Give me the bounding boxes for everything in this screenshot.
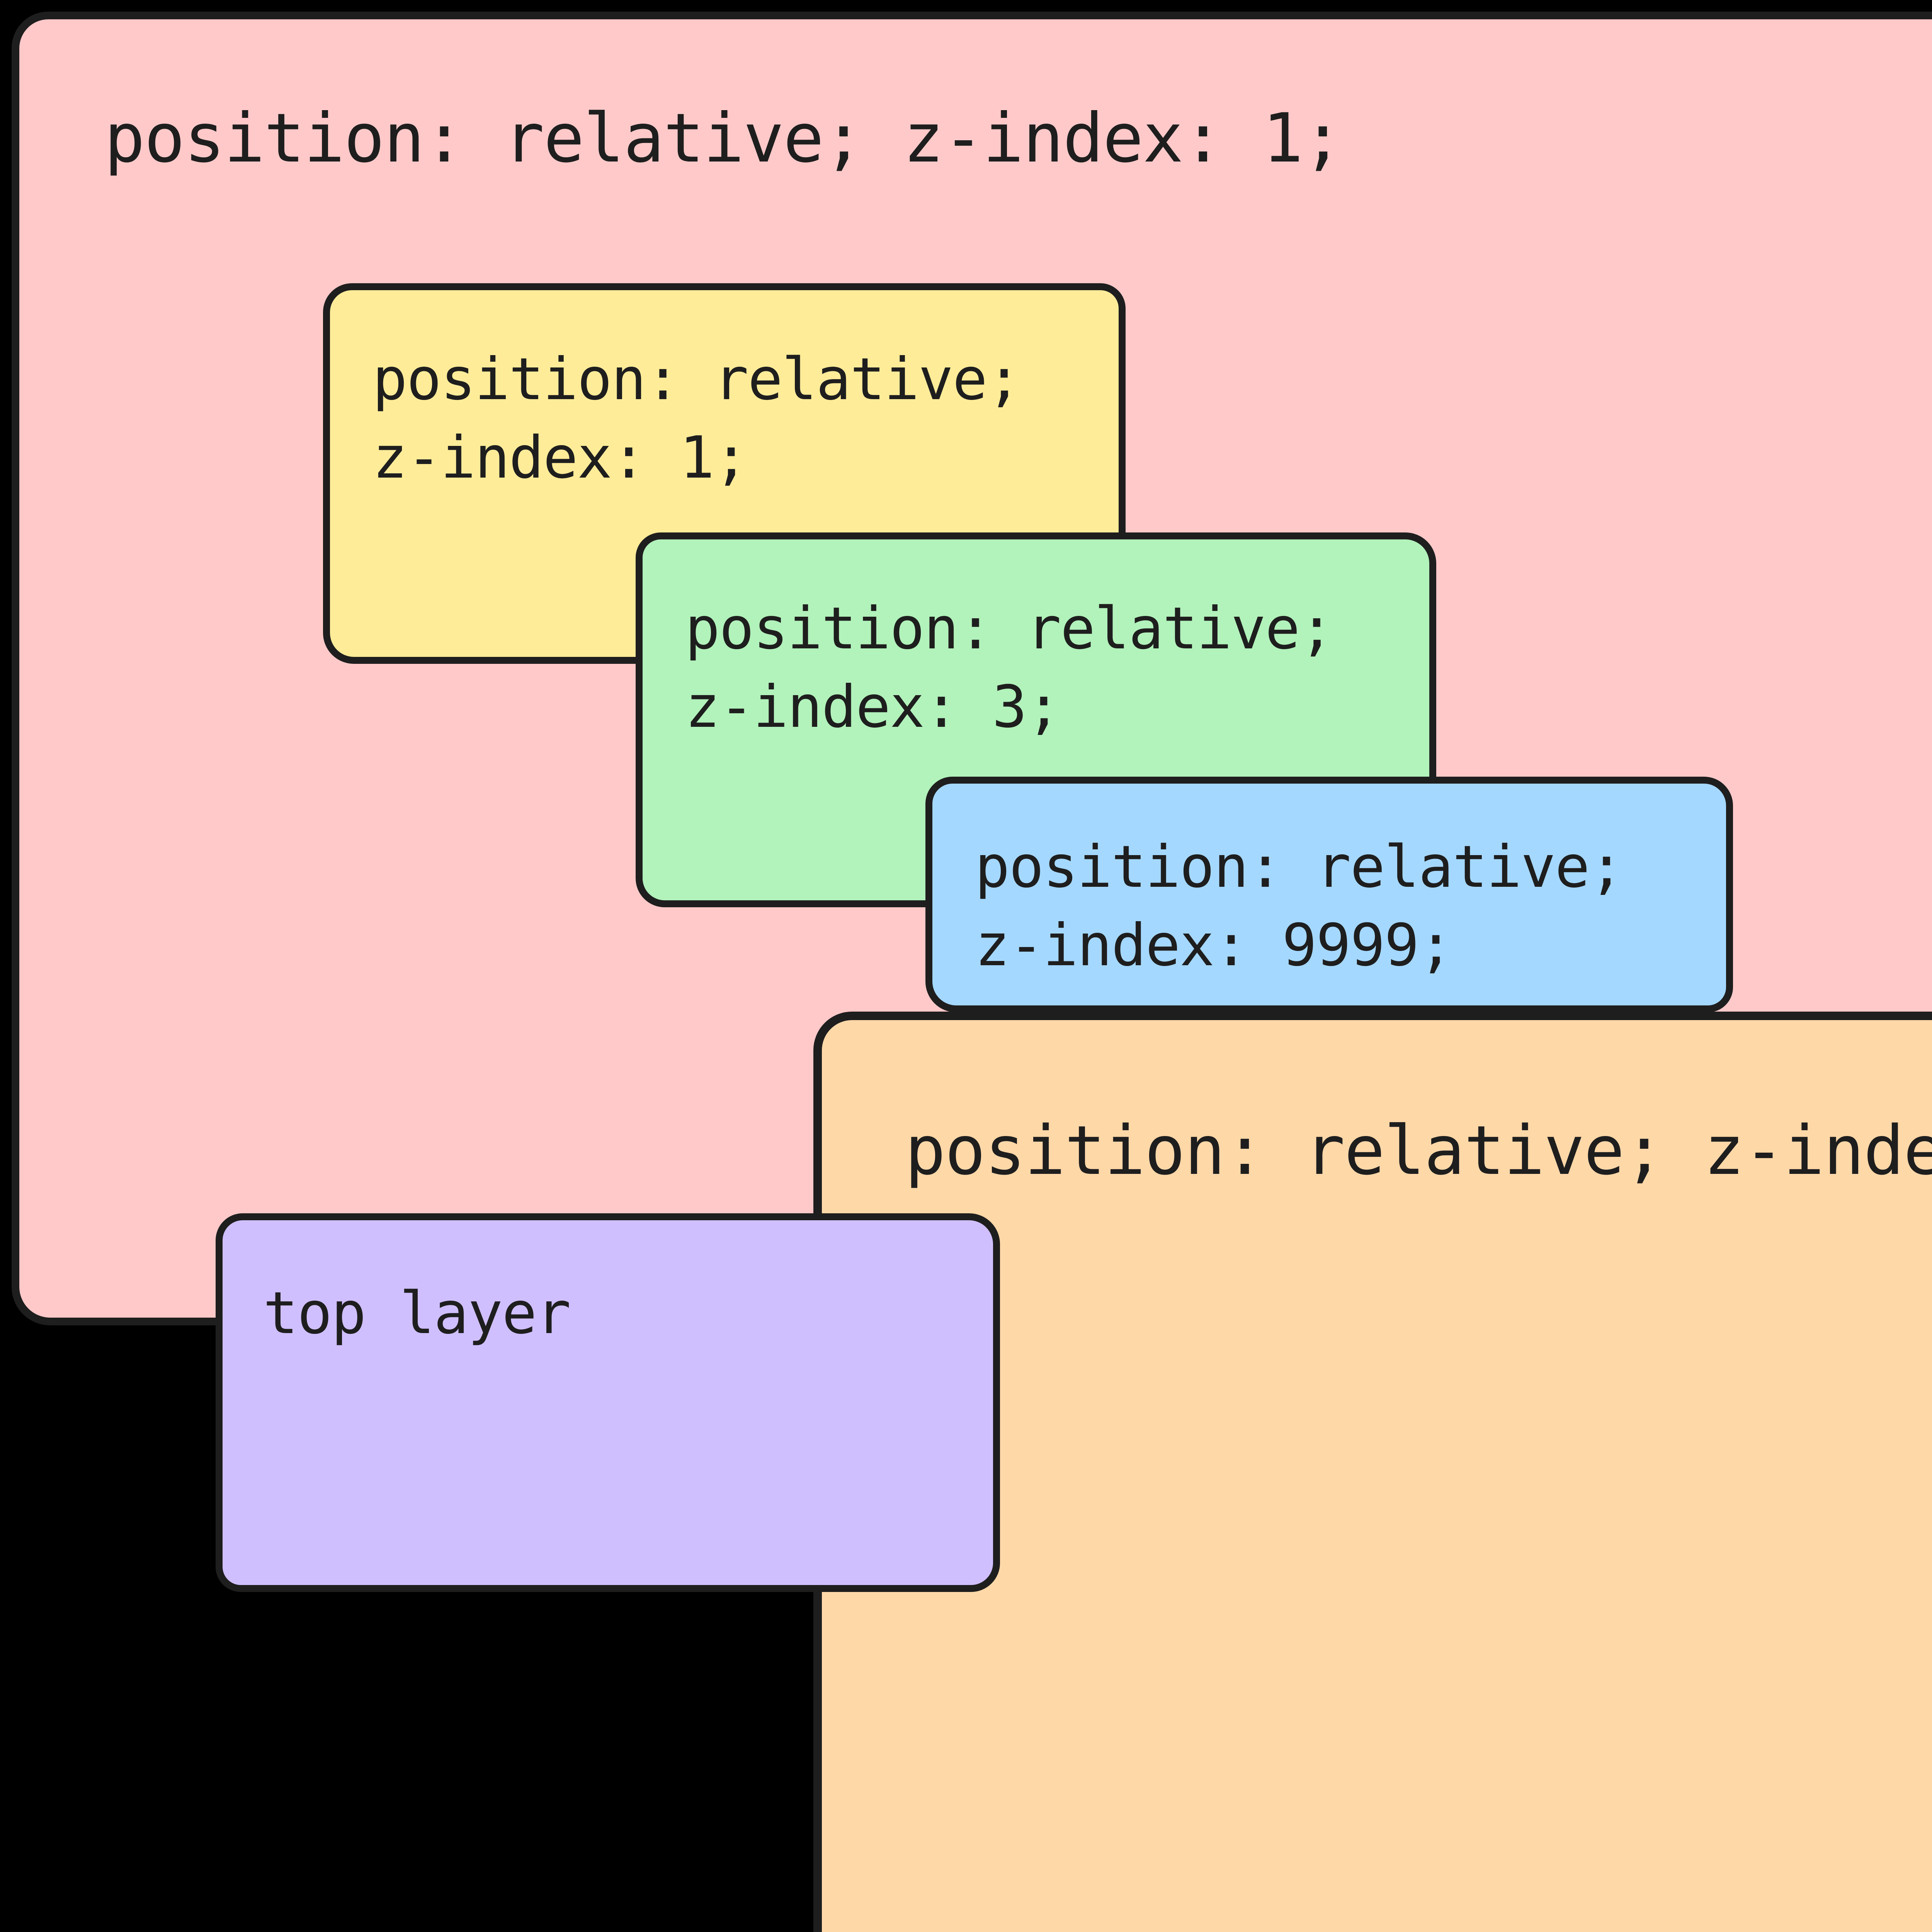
green-css-line-2: z-index: 3; bbox=[685, 673, 1061, 741]
child-box-z9999-blue: position: relative; z-index: 9999; bbox=[925, 777, 1733, 1012]
top-layer-purple-box: top layer bbox=[216, 1213, 1000, 1592]
green-css-line-1: position: relative; bbox=[685, 595, 1334, 662]
yellow-css-line-2: z-index: 1; bbox=[372, 424, 748, 492]
yellow-css-line-1: position: relative; bbox=[372, 346, 1022, 413]
blue-css-line-1: position: relative; bbox=[975, 833, 1624, 901]
blue-css-line-2: z-index: 9999; bbox=[975, 912, 1453, 979]
pink-parent-css-label: position: relative; z-index: 1; bbox=[104, 99, 1343, 178]
orange-parent-css-label: position: relative; z-index: 1; bbox=[905, 1112, 1932, 1190]
top-layer-label: top layer bbox=[263, 1280, 571, 1347]
